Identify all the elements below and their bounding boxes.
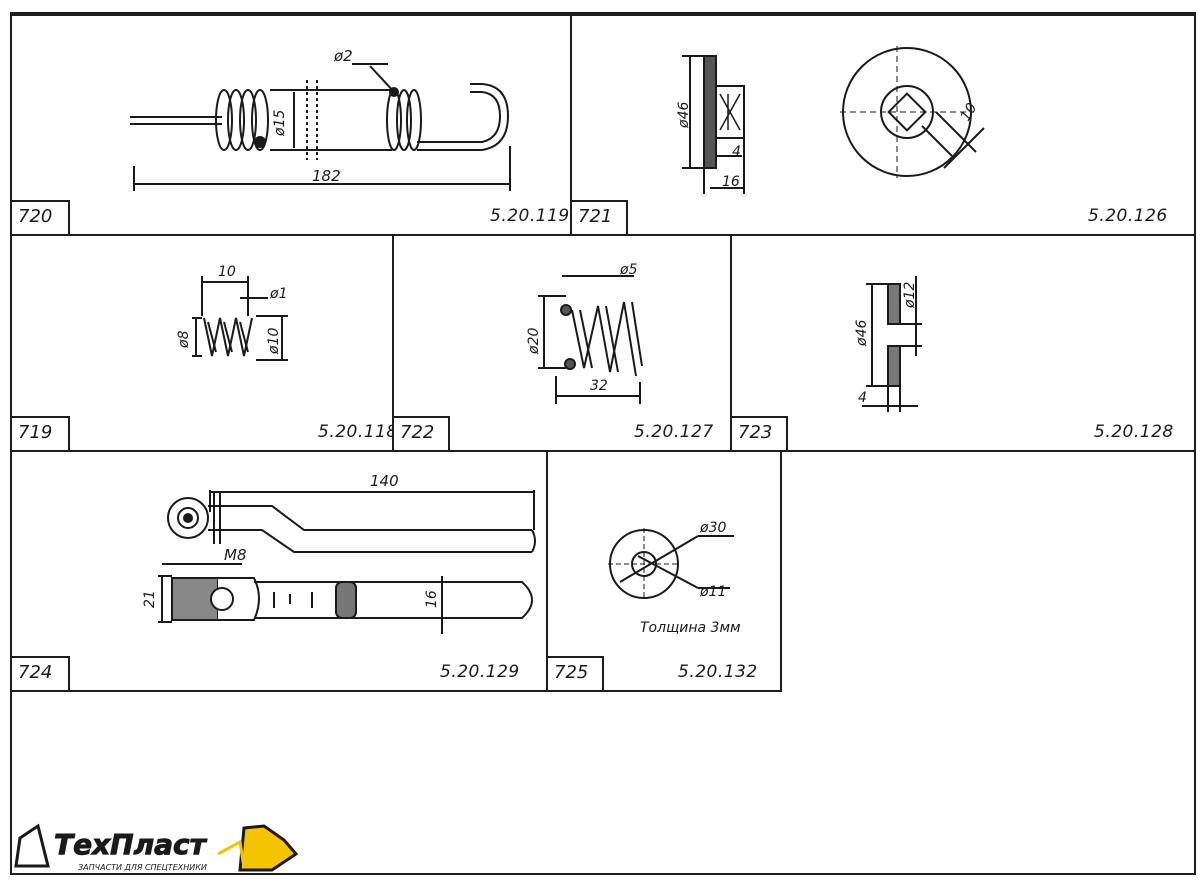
dim-rod-width: 16 [424, 590, 440, 608]
dim-free-length: 10 [218, 264, 236, 280]
dim-hole-diameter: ø11 [699, 584, 726, 600]
dim-length: 182 [312, 167, 341, 185]
techplast-logo: ТехПласт ЗАПЧАСТИ ДЛЯ СПЕЦТЕХНИКИ [8, 818, 308, 878]
dim-boss-height: 21 [142, 590, 158, 608]
dim-overall-length: 16 [722, 174, 740, 190]
dim-wire-diameter: ø5 [619, 262, 638, 278]
logo-tagline: ЗАПЧАСТИ ДЛЯ СПЕЦТЕХНИКИ [78, 863, 207, 872]
logo-graphic: ТехПласт ЗАПЧАСТИ ДЛЯ СПЕЦТЕХНИКИ [14, 823, 299, 872]
dim-flange-diameter: ø46 [676, 102, 692, 129]
spring-720-drawing: ø2 ø15 182 [130, 47, 511, 191]
part-number: 725 [548, 656, 604, 690]
part-number: 724 [12, 656, 70, 690]
spring-722-drawing: ø5 ø20 32 [526, 262, 643, 404]
bushing-721-drawing: ø46 4 16 10 [676, 46, 985, 194]
cell-724: 724 5.20.129 [10, 450, 548, 692]
part-number: 721 [572, 200, 628, 234]
washer-723-drawing: ø46 ø12 4 [854, 276, 922, 412]
dim-lever-length: 140 [370, 472, 399, 490]
part-code: 5.20.126 [1088, 206, 1168, 226]
part-code: 5.20.132 [678, 662, 758, 682]
cell-722: 722 5.20.127 ø5 ø20 32 [392, 234, 732, 452]
dim-hole-diameter: ø12 [902, 282, 918, 309]
thickness-note: Толщина 3мм [640, 620, 741, 636]
cell-721: 721 5.20.126 [570, 14, 1196, 236]
cell-723: 723 5.20.128 ø46 ø12 [730, 234, 1196, 452]
dim-square-size: 10 [958, 100, 981, 124]
dim-spring-diameter: ø20 [526, 328, 542, 355]
dim-thickness: 4 [858, 390, 867, 406]
dim-thread: M8 [224, 546, 247, 564]
part-code: 5.20.118 [318, 422, 398, 442]
logo-name: ТехПласт [54, 828, 208, 861]
part-code: 5.20.128 [1094, 422, 1174, 442]
dim-inner-diameter: ø8 [176, 330, 192, 349]
lever-724-drawing: 140 M8 21 16 [142, 472, 536, 634]
cell-719: 719 5.20.118 10 ø1 [10, 234, 397, 452]
dim-flange-thickness: 4 [732, 144, 741, 160]
cell-725: 725 5.20.132 ø30 ø11 Толщина 3мм [546, 450, 782, 692]
part-code: 5.20.127 [634, 422, 714, 442]
part-number: 719 [12, 416, 70, 450]
washer-725-drawing: ø30 ø11 Толщина 3мм [608, 520, 741, 636]
part-code: 5.20.119 [490, 206, 570, 226]
part-number: 723 [732, 416, 788, 450]
part-number: 722 [394, 416, 450, 450]
dim-diameter-coil: ø15 [272, 110, 288, 137]
part-code: 5.20.129 [440, 662, 520, 682]
dim-outer-diameter: ø30 [699, 520, 726, 536]
dim-diameter-wire: ø2 [333, 47, 353, 65]
dim-outer-diameter: ø46 [854, 320, 870, 347]
dim-outer-diameter: ø10 [266, 328, 282, 355]
dim-wire-diameter: ø1 [269, 286, 287, 302]
dim-spring-length: 32 [590, 378, 608, 394]
cell-720: 720 5.20.119 [10, 14, 572, 236]
part-number: 720 [12, 200, 70, 234]
spring-719-drawing: 10 ø1 ø8 ø10 [176, 264, 288, 361]
